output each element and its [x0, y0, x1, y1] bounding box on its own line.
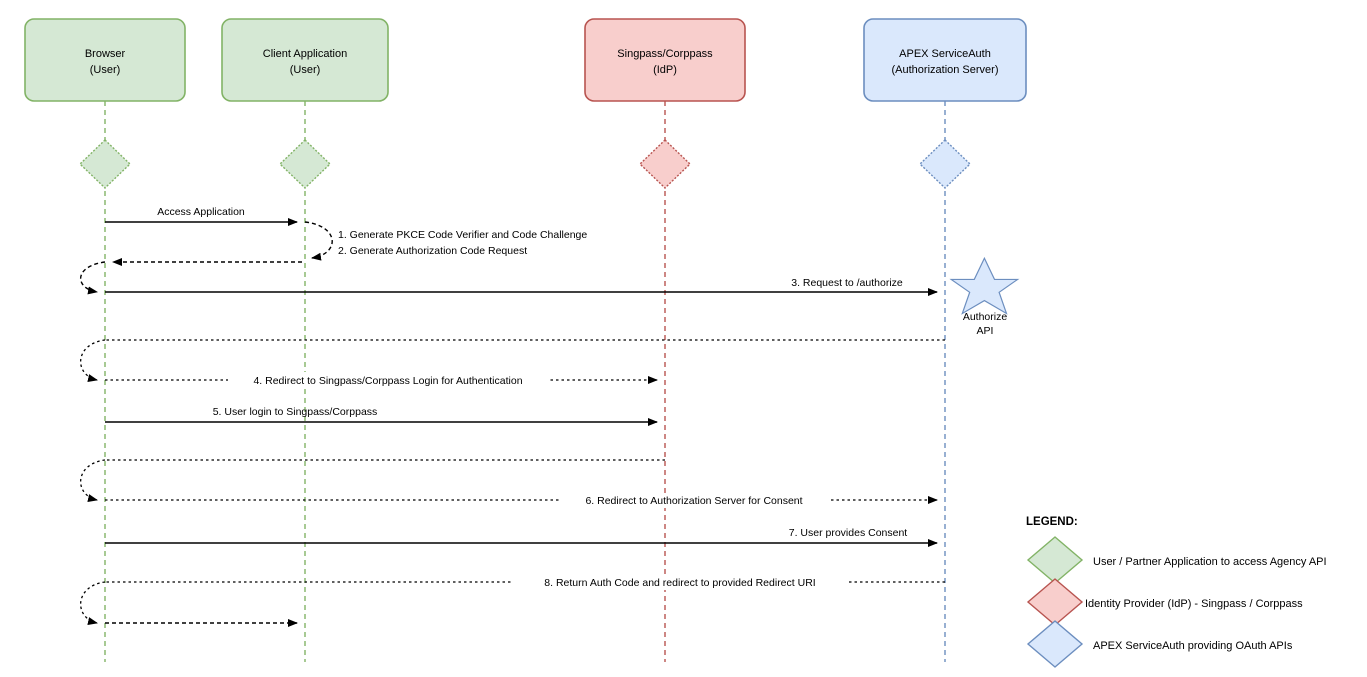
message-browser-wrap-2-arc — [80, 339, 106, 382]
activation-diamonds — [78, 139, 972, 189]
message-access-application-label: Access Application — [157, 206, 245, 218]
message-browser-wrap-3-arc — [80, 459, 106, 502]
participant-browser[interactable]: Browser (User) — [24, 18, 186, 102]
legend-label-red: Identity Provider (IdP) - Singpass / Cor… — [1085, 598, 1303, 610]
message-user-provides-consent-label: 7. User provides Consent — [789, 527, 908, 539]
message-client-self-loop[interactable]: 1. Generate PKCE Code Verifier and Code … — [304, 221, 587, 261]
message-redirect-to-authz-server-for-consent-label: 6. Redirect to Authorization Server for … — [585, 495, 802, 507]
legend-diamond-red-icon — [1026, 578, 1084, 626]
legend-item-blue: APEX ServiceAuth providing OAuth APIs — [1026, 620, 1293, 668]
legend-label-green: User / Partner Application to access Age… — [1093, 556, 1327, 568]
message-user-provides-consent[interactable]: 7. User provides Consent — [105, 527, 938, 547]
message-user-login-to-singpass[interactable]: 5. User login to Singpass/Corppass — [105, 406, 658, 426]
message-return-auth-code-label: 8. Return Auth Code and redirect to prov… — [544, 577, 815, 589]
legend-item-red: Identity Provider (IdP) - Singpass / Cor… — [1026, 578, 1303, 626]
participant-apex-serviceauth-line1: APEX ServiceAuth — [899, 48, 991, 60]
message-singpass-return-line — [80, 459, 665, 502]
authorize-api-line2: API — [977, 325, 994, 337]
participant-box-client-application[interactable] — [221, 18, 389, 102]
message-redirect-to-authz-server-label-bg — [560, 493, 828, 508]
message-browser-wrap-1-arc — [79, 261, 106, 295]
message-browser-wrap-1 — [79, 261, 106, 295]
authorize-api-marker[interactable]: Authorize API — [949, 256, 1020, 337]
message-request-to-authorize-label: 3. Request to /authorize — [791, 277, 903, 289]
activation-diamond-singpass-corppass — [638, 139, 692, 189]
legend: LEGEND: User / Partner Application to ac… — [1026, 516, 1327, 668]
activation-diamond-browser — [78, 139, 132, 189]
message-redirect-to-authz-server-for-consent[interactable]: 6. Redirect to Authorization Server for … — [105, 493, 938, 508]
participant-client-application[interactable]: Client Application (User) — [221, 18, 389, 102]
message-browser-wrap-4-arc — [80, 581, 106, 625]
activation-diamond-client-application — [278, 139, 332, 189]
participant-singpass-corppass-line2: (IdP) — [653, 64, 677, 76]
participant-box-singpass-corppass[interactable] — [584, 18, 746, 102]
message-redirect-to-singpass-login[interactable]: 4. Redirect to Singpass/Corppass Login f… — [105, 372, 658, 387]
message-access-application[interactable]: Access Application — [105, 206, 298, 226]
message-generate-auth-code-request-label: 2. Generate Authorization Code Request — [338, 245, 527, 257]
message-return-auth-code[interactable]: 8. Return Auth Code and redirect to prov… — [80, 575, 945, 627]
participant-browser-line2: (User) — [90, 64, 121, 76]
legend-title: LEGEND: — [1026, 516, 1078, 528]
participant-singpass-corppass-line1: Singpass/Corppass — [617, 48, 713, 60]
message-redirect-to-singpass-login-label: 4. Redirect to Singpass/Corppass Login f… — [253, 375, 522, 387]
message-return-auth-code-label-bg — [512, 575, 848, 590]
participant-browser-line1: Browser — [85, 48, 126, 60]
participant-singpass-corppass[interactable]: Singpass/Corppass (IdP) — [584, 18, 746, 102]
participant-box-browser[interactable] — [24, 18, 186, 102]
authorize-api-line1: Authorize — [963, 311, 1008, 323]
legend-diamond-blue-icon — [1026, 620, 1084, 668]
participant-box-apex-serviceauth[interactable] — [863, 18, 1027, 102]
message-generate-pkce-label: 1. Generate PKCE Code Verifier and Code … — [338, 229, 587, 241]
legend-label-blue: APEX ServiceAuth providing OAuth APIs — [1093, 640, 1293, 652]
legend-diamond-green-icon — [1026, 536, 1084, 584]
message-request-to-authorize[interactable]: 3. Request to /authorize — [105, 277, 938, 296]
participant-client-application-line1: Client Application — [263, 48, 347, 60]
participant-client-application-line2: (User) — [290, 64, 321, 76]
message-apex-return-line — [80, 339, 945, 382]
legend-item-green: User / Partner Application to access Age… — [1026, 536, 1327, 584]
star-icon — [949, 256, 1020, 315]
message-user-login-to-singpass-label: 5. User login to Singpass/Corppass — [213, 406, 378, 418]
participant-apex-serviceauth[interactable]: APEX ServiceAuth (Authorization Server) — [863, 18, 1027, 102]
message-redirect-to-singpass-login-label-bg — [228, 372, 548, 387]
participant-apex-serviceauth-line2: (Authorization Server) — [892, 64, 999, 76]
activation-diamond-apex-serviceauth — [918, 139, 972, 189]
message-client-self-loop-arc — [304, 221, 333, 261]
